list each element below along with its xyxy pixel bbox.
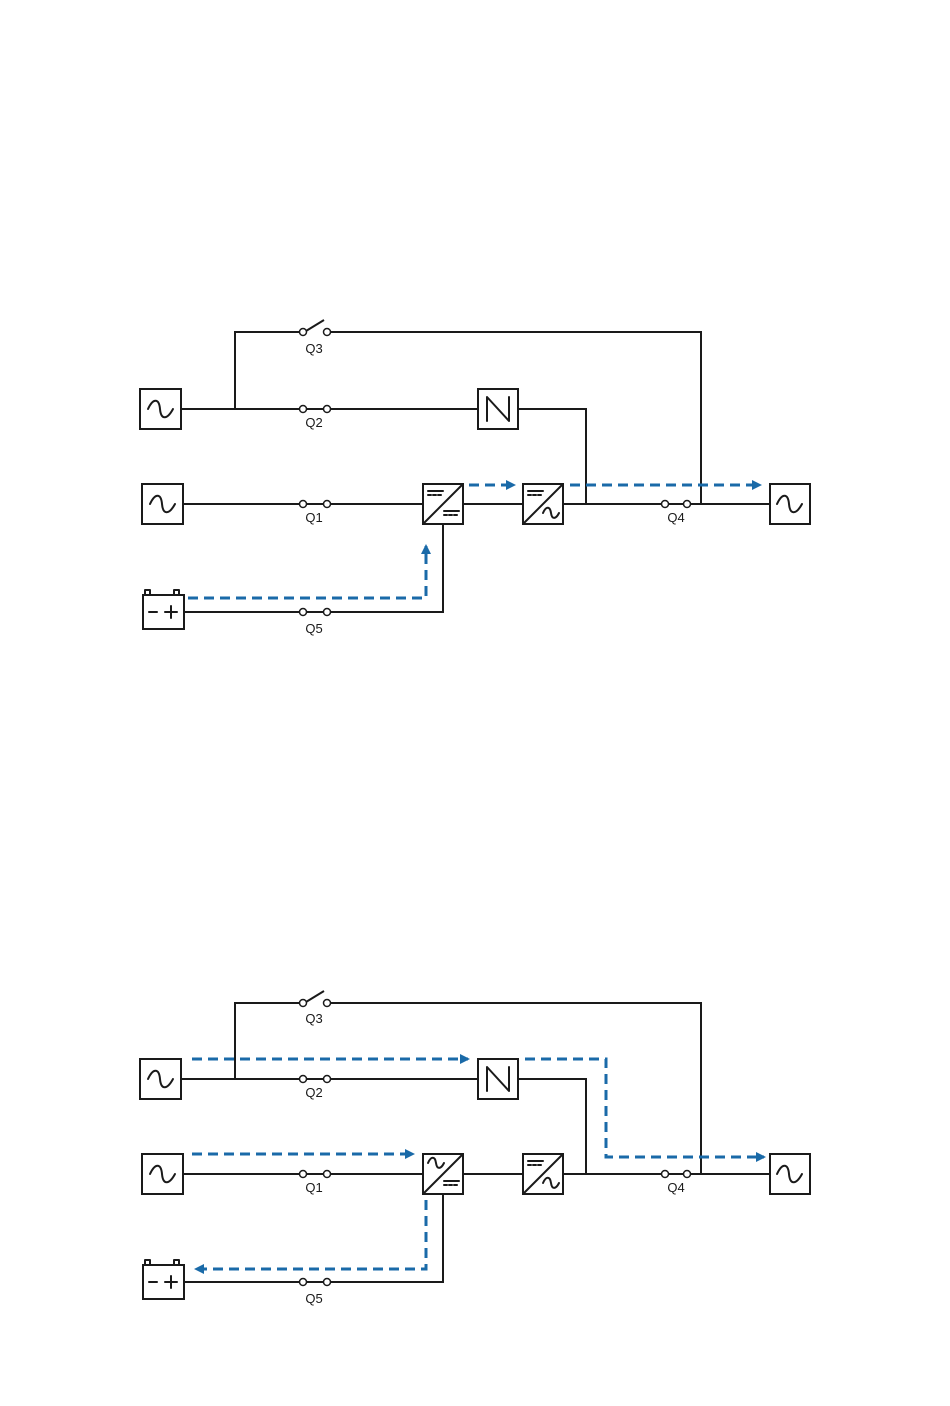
- rectifier-icon: [423, 1154, 463, 1194]
- q2-label: Q2: [305, 415, 322, 430]
- ac-source-icon: [140, 389, 181, 429]
- q4-label: Q4: [667, 1180, 684, 1195]
- q5-breaker[interactable]: [300, 609, 331, 616]
- wiring: [181, 332, 770, 612]
- inverter-icon: [523, 1154, 563, 1194]
- wiring: [181, 1003, 770, 1282]
- battery-icon: [143, 1260, 184, 1299]
- diagram-bottom: Q3 Q2 Q1 Q4 Q5: [140, 991, 810, 1306]
- ac-source-icon: [142, 484, 183, 524]
- q1-label: Q1: [305, 1180, 322, 1195]
- q5-breaker[interactable]: [300, 1279, 331, 1286]
- battery-icon: [143, 590, 184, 629]
- diagram-top: Q3 Q2 Q1 Q4 Q5: [140, 320, 810, 636]
- q2-breaker[interactable]: [300, 406, 331, 413]
- q4-breaker[interactable]: [662, 501, 691, 508]
- q3-label: Q3: [305, 341, 322, 356]
- inverter-icon: [523, 484, 563, 524]
- q3-breaker[interactable]: [300, 320, 331, 336]
- q4-breaker[interactable]: [662, 1171, 691, 1178]
- dc-dc-converter-icon: [423, 484, 463, 524]
- q5-label: Q5: [305, 621, 322, 636]
- q2-label: Q2: [305, 1085, 322, 1100]
- ac-load-icon: [770, 1154, 810, 1194]
- q2-breaker[interactable]: [300, 1076, 331, 1083]
- ac-load-icon: [770, 484, 810, 524]
- q3-label: Q3: [305, 1011, 322, 1026]
- ac-source-icon: [140, 1059, 181, 1099]
- q1-breaker[interactable]: [300, 1171, 331, 1178]
- q1-label: Q1: [305, 510, 322, 525]
- static-switch-icon: [478, 389, 518, 429]
- ac-source-icon: [142, 1154, 183, 1194]
- power-flow-path: [188, 485, 760, 598]
- q5-label: Q5: [305, 1291, 322, 1306]
- q4-label: Q4: [667, 510, 684, 525]
- q1-breaker[interactable]: [300, 501, 331, 508]
- q3-breaker[interactable]: [300, 991, 331, 1007]
- static-switch-icon: [478, 1059, 518, 1099]
